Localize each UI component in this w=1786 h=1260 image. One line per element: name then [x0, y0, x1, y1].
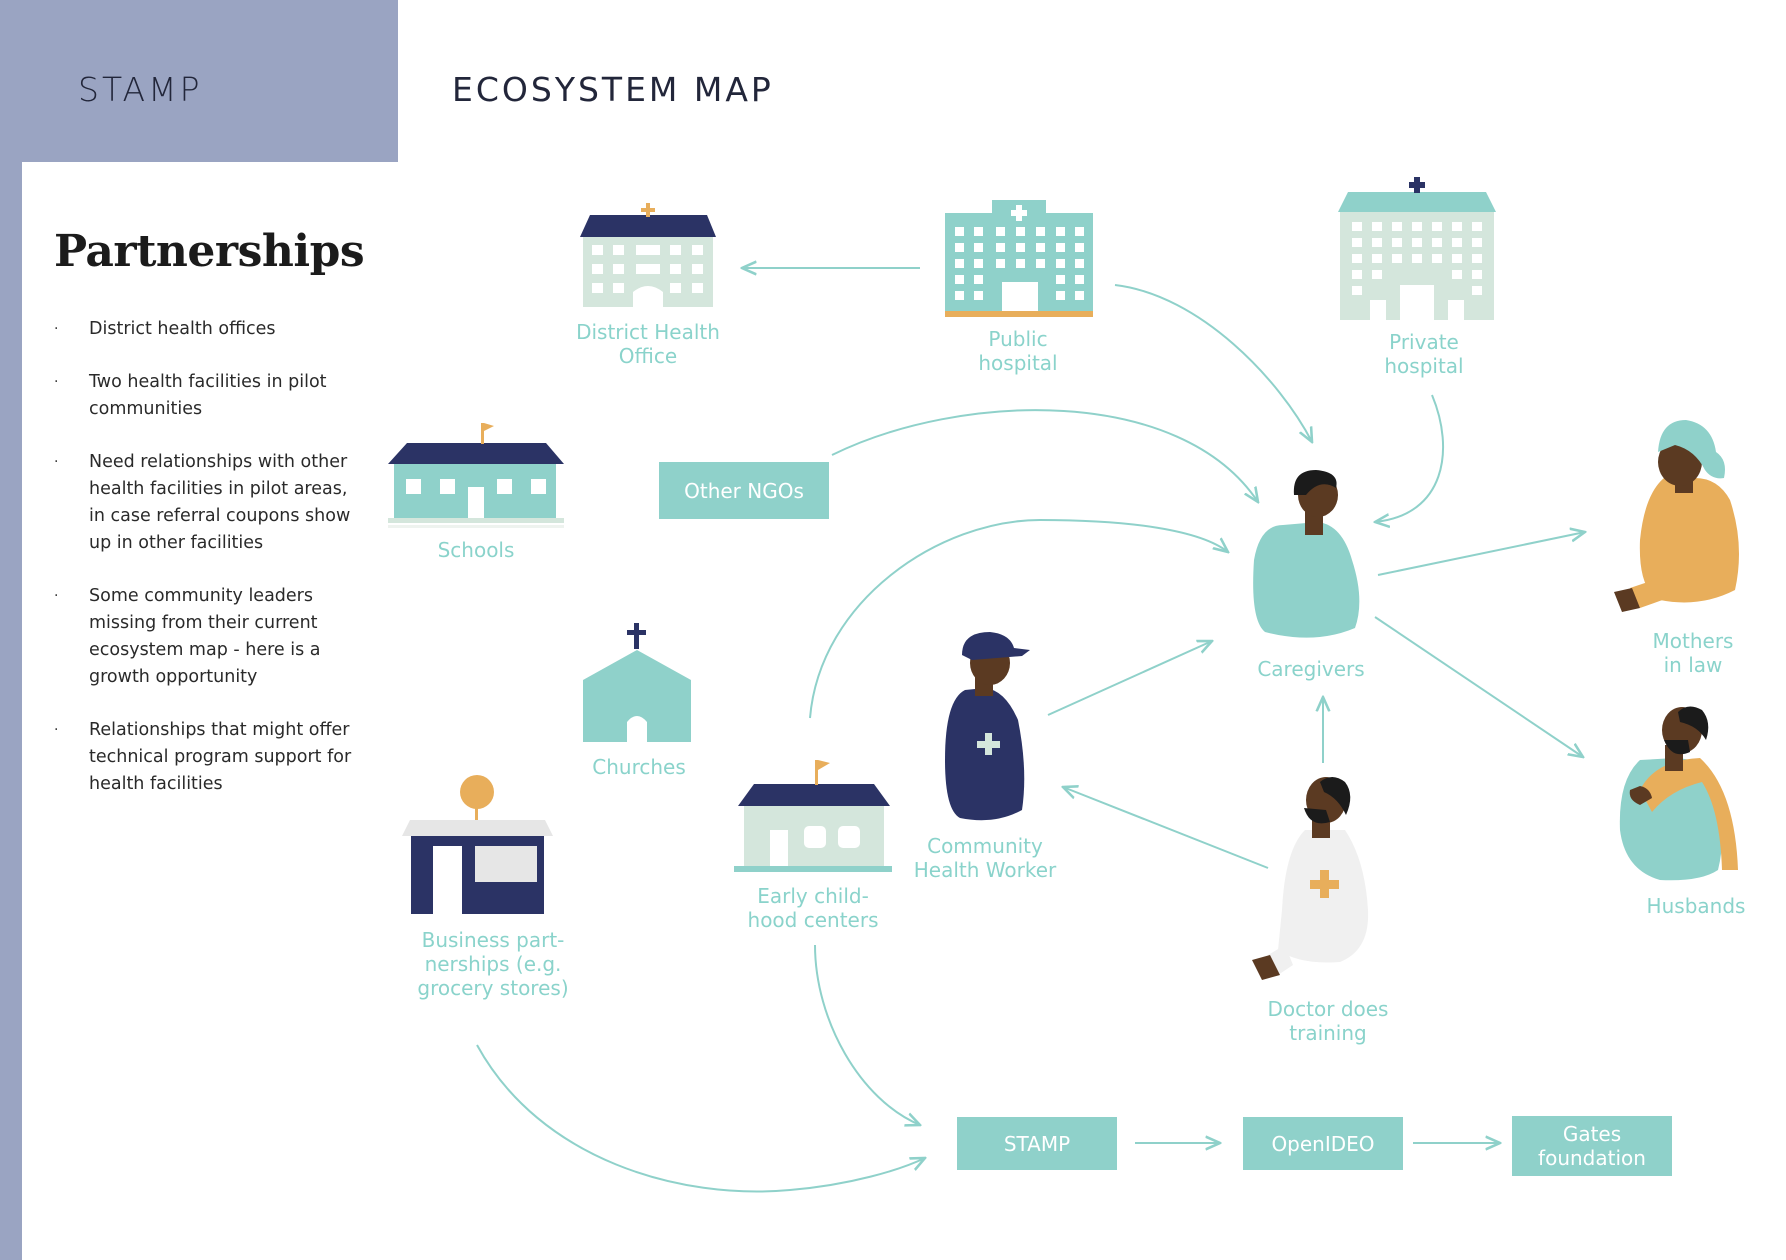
brand-title: STAMP: [78, 70, 203, 109]
label-public-hospital: Public hospital: [978, 327, 1058, 375]
label-caregivers: Caregivers: [1257, 657, 1365, 681]
list-item-text: Need relationships with other health fac…: [89, 452, 351, 553]
husband-icon: [1619, 706, 1738, 881]
arrow-early-to-caregivers: [809, 518, 1228, 719]
list-item-text: Relationships that might offer technical…: [89, 720, 352, 794]
community-health-worker-icon: [945, 632, 1030, 821]
early-childhood-center-icon: [734, 760, 892, 872]
openideo-box: OpenIDEO: [1243, 1117, 1403, 1170]
list-item-text: Some community leaders missing from thei…: [89, 586, 321, 687]
bullet-icon: ·: [54, 588, 59, 604]
other-ngos-box: Other NGOs: [659, 462, 829, 519]
arrow-business-to-stamp: [476, 1044, 925, 1193]
schools-icon: [388, 423, 564, 528]
section-title: Partnerships: [54, 226, 365, 277]
label-private-hospital: Private hospital: [1384, 330, 1464, 378]
arrow-caregivers-to-husbands: [1374, 616, 1583, 757]
public-hospital-icon: [945, 200, 1093, 317]
label-community-health-worker: Community Health Worker: [913, 834, 1057, 882]
arrow-ngos-to-caregivers: [831, 409, 1258, 502]
list-item: · Some community leaders missing from the…: [54, 583, 354, 691]
arrow-doctor-to-chw: [1063, 787, 1269, 869]
caregiver-icon: [1253, 470, 1360, 638]
label-churches: Churches: [592, 755, 686, 779]
side-strip: [0, 162, 22, 1260]
arrow-chw-to-caregivers: [1047, 641, 1212, 716]
list-item-text: District health offices: [89, 319, 276, 339]
bullet-icon: ·: [54, 321, 59, 337]
grocery-store-icon: [402, 775, 553, 914]
private-hospital-icon: [1338, 177, 1496, 320]
label-district-health-office: District Health Office: [576, 320, 720, 368]
header-block: [0, 0, 398, 162]
list-item: · Need relationships with other health fa…: [54, 449, 354, 557]
connector-lines: [476, 268, 1585, 1193]
label-schools: Schools: [437, 538, 515, 562]
list-item: · District health offices: [54, 316, 354, 343]
label-mothers-in-law: Mothers in law: [1652, 629, 1734, 677]
list-item: · Two health facilities in pilot communit…: [54, 369, 354, 423]
label-doctor-training: Doctor does training: [1267, 997, 1389, 1045]
page-title: ECOSYSTEM MAP: [452, 70, 774, 109]
bullet-icon: ·: [54, 722, 59, 738]
list-item: · Relationships that might offer technica…: [54, 717, 354, 798]
label-husbands: Husbands: [1646, 894, 1746, 918]
arrow-private-to-caregivers: [1375, 394, 1445, 522]
gates-foundation-box: Gates foundation: [1512, 1116, 1672, 1176]
label-early-childhood-centers: Early child- hood centers: [747, 884, 879, 932]
arrow-early-to-stamp: [814, 944, 920, 1125]
bullet-icon: ·: [54, 374, 59, 390]
label-business-partnerships: Business part- nerships (e.g. grocery st…: [417, 928, 569, 1000]
arrow-caregivers-to-mothers: [1377, 532, 1585, 576]
doctor-icon: [1252, 777, 1369, 980]
mother-in-law-icon: [1614, 420, 1739, 612]
arrow-public-to-caregivers: [1114, 284, 1312, 442]
district-health-office-icon: [580, 203, 716, 307]
list-item-text: Two health facilities in pilot communiti…: [89, 372, 327, 419]
churches-icon: [583, 623, 691, 742]
bullet-icon: ·: [54, 454, 59, 470]
stamp-box: STAMP: [957, 1117, 1117, 1170]
partnership-list: · District health offices · Two health fac…: [54, 316, 354, 824]
